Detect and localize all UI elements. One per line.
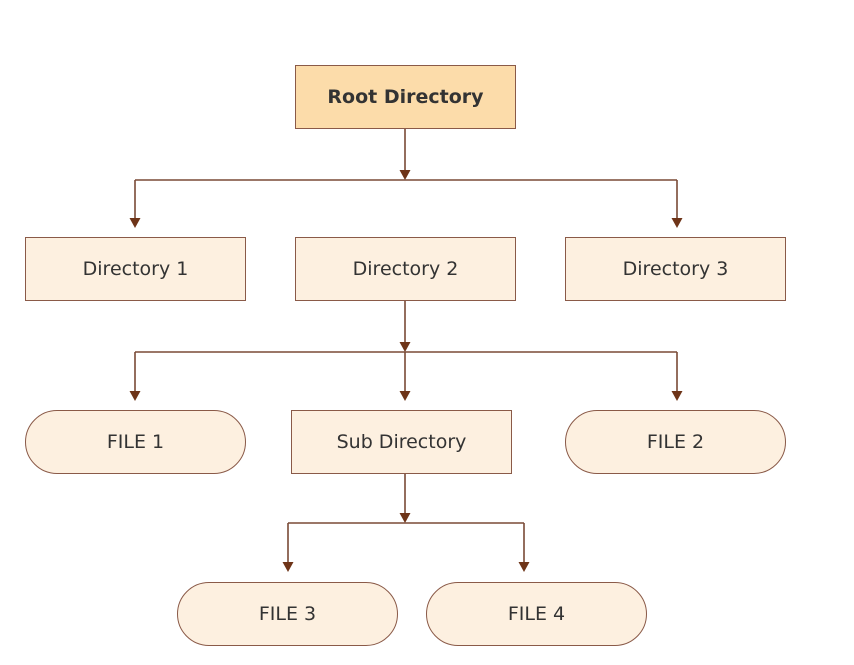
- file-3-label: FILE 3: [258, 603, 317, 625]
- arrowhead-file-1: [129, 391, 141, 401]
- file-2-node: FILE 2: [565, 410, 786, 474]
- file-1-label: FILE 1: [106, 431, 165, 453]
- directory-1-label: Directory 1: [82, 258, 189, 280]
- arrowhead-root-junction: [399, 170, 411, 180]
- root-directory-label: Root Directory: [327, 86, 484, 108]
- arrowhead-directory-1: [129, 218, 141, 228]
- directory-1-node: Directory 1: [25, 237, 246, 301]
- file-2-label: FILE 2: [646, 431, 705, 453]
- directory-3-node: Directory 3: [565, 237, 786, 301]
- arrowhead-file-2: [671, 391, 683, 401]
- directory-3-label: Directory 3: [622, 258, 729, 280]
- file-4-label: FILE 4: [507, 603, 566, 625]
- sub-directory-label: Sub Directory: [336, 431, 467, 453]
- root-directory-node: Root Directory: [295, 65, 516, 129]
- arrowhead-file-3: [282, 562, 294, 572]
- directory-2-label: Directory 2: [352, 258, 459, 280]
- arrowhead-file-4: [518, 562, 530, 572]
- sub-directory-node: Sub Directory: [291, 410, 512, 474]
- arrowhead-sub-directory: [399, 391, 411, 401]
- directory-2-node: Directory 2: [295, 237, 516, 301]
- file-4-node: FILE 4: [426, 582, 647, 646]
- arrowhead-subdir-junction: [399, 513, 411, 523]
- file-3-node: FILE 3: [177, 582, 398, 646]
- arrowhead-directory-3: [671, 218, 683, 228]
- file-1-node: FILE 1: [25, 410, 246, 474]
- arrowhead-dir2-junction: [399, 342, 411, 352]
